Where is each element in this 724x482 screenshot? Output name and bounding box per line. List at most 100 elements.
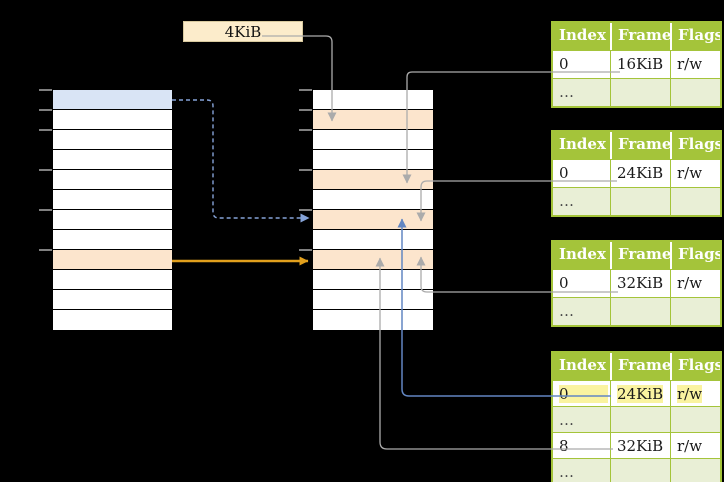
cell-frame: 32KiB [610, 433, 670, 458]
table-row: 0 16KiB r/w [553, 50, 720, 78]
memory-row [53, 130, 172, 150]
frame-table-32kib: Index Frame Flags 0 32KiB r/w … [551, 240, 722, 327]
highlight-frame: 24KiB [617, 385, 664, 403]
cell-flags [670, 407, 720, 432]
memory-row [53, 190, 172, 210]
column-header-index: Index [559, 245, 606, 263]
cell-frame [610, 407, 670, 432]
memory-row [313, 230, 433, 250]
cell-index: … [559, 302, 575, 320]
table-row-highlighted: 0 24KiB r/w [553, 380, 720, 406]
column-header-index: Index [559, 26, 606, 44]
address-tick [39, 169, 52, 171]
cell-frame [610, 298, 670, 325]
table-row: … [553, 187, 720, 215]
highlight-flags: r/w [677, 385, 703, 403]
cell-index: 0 [559, 55, 569, 73]
memory-row [313, 210, 433, 230]
cell-frame [610, 188, 670, 215]
table-row: 0 24KiB r/w [553, 159, 720, 187]
cell-flags: r/w [670, 270, 720, 297]
address-tick [39, 209, 52, 211]
memory-row [53, 230, 172, 250]
page-size-label: 4KiB [224, 22, 262, 41]
cell-flags: r/w [670, 160, 720, 187]
cell-frame: 24KiB [610, 381, 670, 406]
column-header-index: Index [559, 135, 606, 153]
table-row: … [553, 297, 720, 325]
frame-table-header: Index Frame Flags [553, 132, 720, 159]
memory-row [313, 190, 433, 210]
memory-row [53, 170, 172, 190]
address-tick [299, 89, 312, 91]
memory-row [53, 90, 172, 110]
memory-row [313, 90, 433, 110]
cell-flags: r/w [670, 433, 720, 458]
column-header-frame: Frame [610, 132, 670, 159]
memory-row [53, 310, 172, 330]
left-memory-table [52, 89, 173, 330]
memory-row [53, 250, 172, 270]
memory-row [313, 250, 433, 270]
address-tick [299, 109, 312, 111]
cell-flags [670, 188, 720, 215]
cell-index: 0 [559, 164, 569, 182]
address-tick [299, 209, 312, 211]
arrow-blue-entry-to-row7 [172, 99, 310, 223]
column-header-flags: Flags [670, 132, 720, 159]
table-row: 8 32KiB r/w [553, 432, 720, 458]
cell-frame [610, 79, 670, 106]
column-header-index: Index [559, 356, 606, 374]
page-size-label-box: 4KiB [183, 21, 303, 42]
address-tick [299, 249, 312, 251]
cell-flags [670, 79, 720, 106]
address-tick [39, 249, 52, 251]
cell-frame: 16KiB [610, 51, 670, 78]
address-tick [39, 109, 52, 111]
frame-table-24kib: Index Frame Flags 0 24KiB r/w … [551, 130, 722, 217]
table-row: … [553, 406, 720, 432]
memory-row [313, 170, 433, 190]
memory-row [53, 110, 172, 130]
cell-frame [610, 459, 670, 482]
cell-flags: r/w [670, 51, 720, 78]
address-tick [39, 89, 52, 91]
column-header-frame: Frame [610, 23, 670, 50]
cell-index: … [559, 192, 575, 210]
memory-row [53, 290, 172, 310]
memory-row [313, 130, 433, 150]
address-tick [299, 169, 312, 171]
memory-row [313, 310, 433, 330]
column-header-flags: Flags [670, 353, 720, 380]
table-row: … [553, 458, 720, 482]
memory-row [53, 210, 172, 230]
table-row: … [553, 78, 720, 106]
address-tick [39, 129, 52, 131]
cell-index: 0 [559, 274, 569, 292]
cell-frame: 32KiB [610, 270, 670, 297]
memory-row [53, 270, 172, 290]
cell-index: 0 [553, 381, 610, 406]
frame-table-16kib: Index Frame Flags 0 16KiB r/w … [551, 21, 722, 108]
cell-index: … [559, 411, 575, 429]
column-header-flags: Flags [670, 242, 720, 269]
frame-table-header: Index Frame Flags [553, 23, 720, 50]
memory-row [313, 150, 433, 170]
cell-flags [670, 459, 720, 482]
cell-index: … [559, 83, 575, 101]
cell-index: 8 [559, 437, 569, 455]
memory-row [53, 150, 172, 170]
cell-flags: r/w [670, 381, 720, 406]
cell-index: … [559, 463, 575, 481]
memory-row [313, 270, 433, 290]
frame-table-header: Index Frame Flags [553, 353, 720, 380]
frame-table-mixed: Index Frame Flags 0 24KiB r/w … 8 32KiB … [551, 351, 722, 482]
memory-row [313, 290, 433, 310]
cell-flags [670, 298, 720, 325]
column-header-flags: Flags [670, 23, 720, 50]
frame-table-header: Index Frame Flags [553, 242, 720, 269]
column-header-frame: Frame [610, 353, 670, 380]
memory-row [313, 110, 433, 130]
middle-memory-table [312, 89, 434, 330]
